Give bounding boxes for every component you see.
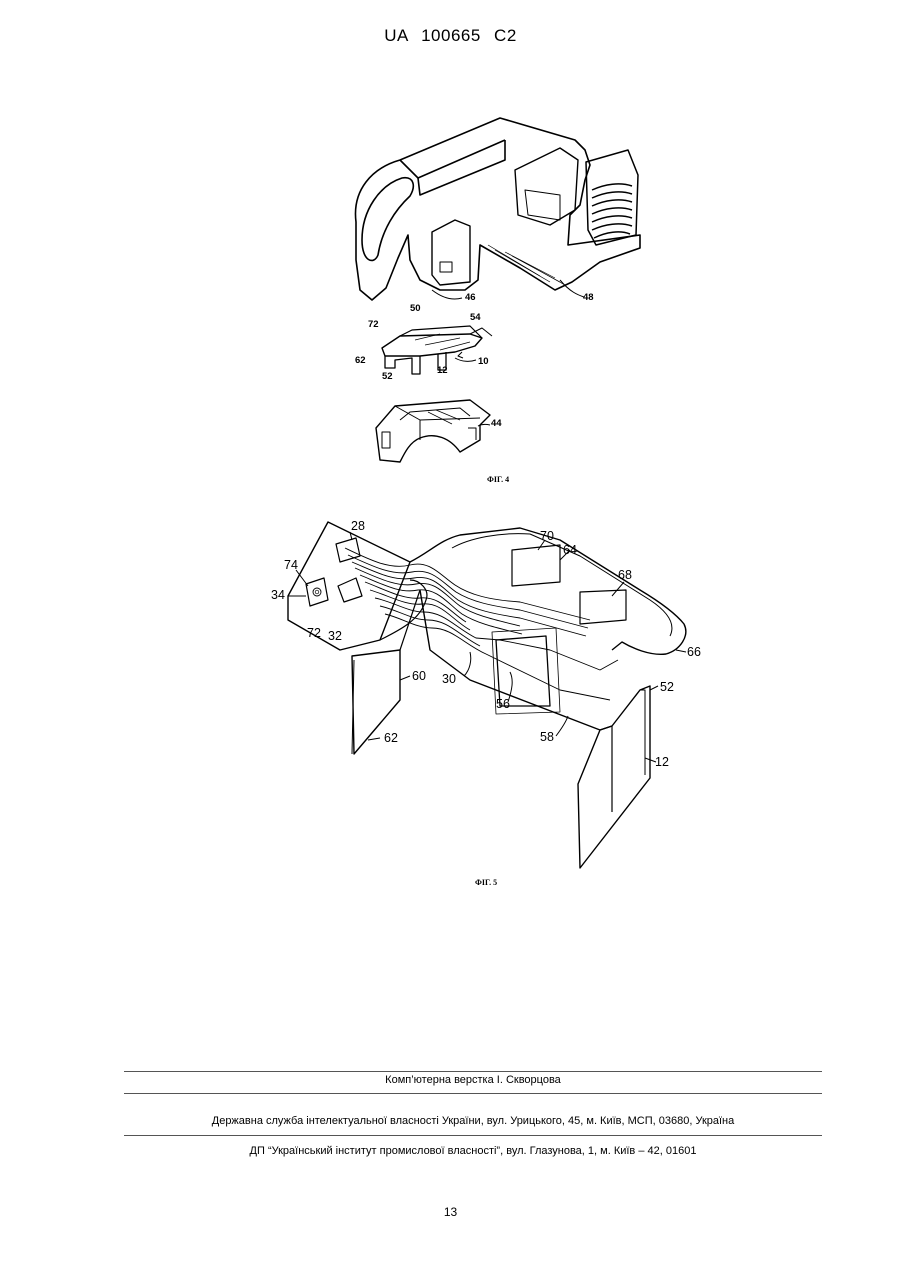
- page-number: 13: [0, 1205, 901, 1219]
- label-56: 56: [496, 697, 510, 711]
- label-10: 10: [478, 356, 489, 367]
- label-72: 72: [307, 626, 321, 640]
- footer-divider-bottom: [124, 1135, 822, 1136]
- agency-address: Державна служба інтелектуальної власност…: [124, 1115, 822, 1127]
- label-48: 48: [583, 292, 594, 303]
- label-60: 60: [412, 669, 426, 683]
- label-64: 64: [563, 543, 577, 557]
- label-70: 70: [540, 529, 554, 543]
- label-32: 32: [328, 629, 342, 643]
- label-50: 50: [410, 303, 421, 314]
- label-66: 66: [687, 645, 701, 659]
- label-68: 68: [618, 568, 632, 582]
- label-54: 54: [470, 312, 481, 323]
- label-72: 72: [368, 319, 379, 330]
- label-62: 62: [384, 731, 398, 745]
- label-46: 46: [465, 292, 476, 303]
- publisher-address: ДП “Український інститут промислової вла…: [124, 1145, 822, 1157]
- figure-4-drawing: [355, 118, 640, 462]
- figure-5-caption: ФІГ. 5: [475, 878, 497, 887]
- label-12: 12: [437, 365, 448, 376]
- footer-divider-middle: [124, 1093, 822, 1094]
- layout-credit: Комп’ютерна верстка І. Скворцова: [124, 1074, 822, 1086]
- figure-5-labels: 28 74 34 72 32 70 64 68 66 52 60 30 56 5…: [271, 519, 701, 769]
- label-12: 12: [655, 755, 669, 769]
- label-34: 34: [271, 588, 285, 602]
- figure-4-caption: ФІГ. 4: [487, 475, 509, 484]
- label-62: 62: [355, 355, 366, 366]
- footer-divider-top: [124, 1071, 822, 1072]
- label-52: 52: [382, 371, 393, 382]
- label-44: 44: [491, 418, 502, 429]
- label-74: 74: [284, 558, 298, 572]
- label-52: 52: [660, 680, 674, 694]
- label-28: 28: [351, 519, 365, 533]
- label-58: 58: [540, 730, 554, 744]
- label-30: 30: [442, 672, 456, 686]
